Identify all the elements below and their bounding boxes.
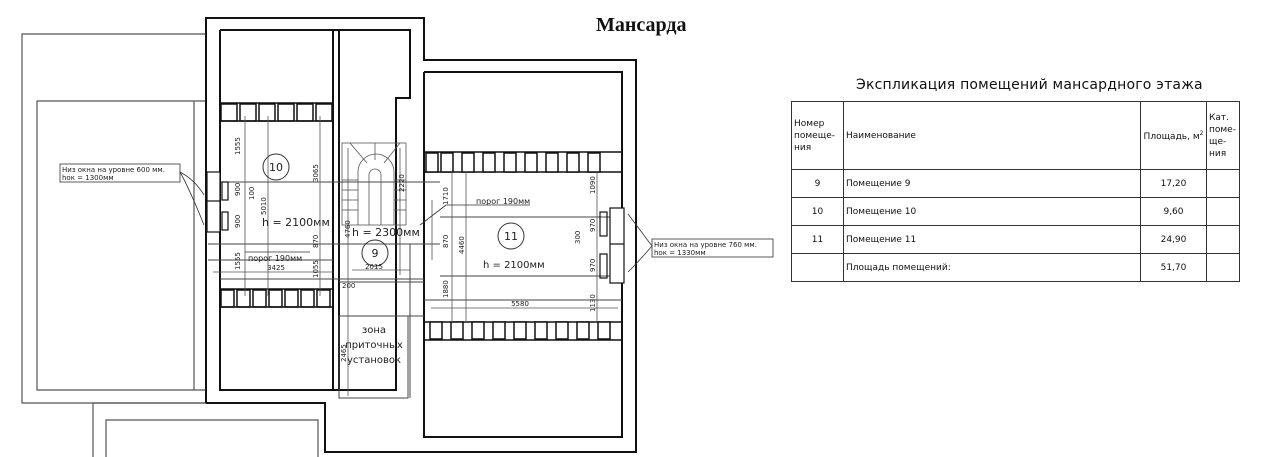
dim-2465: 2465 bbox=[340, 344, 348, 362]
dim-1710: 1710 bbox=[442, 187, 450, 205]
dim-970-b: 970 bbox=[589, 259, 597, 272]
table-row: 11 Помещение 11 24,90 bbox=[791, 225, 1240, 254]
callout-left-line2: hок = 1300мм bbox=[62, 174, 114, 182]
callout-right-line2: hок = 1330мм bbox=[654, 249, 706, 257]
header-number: Номер помеще-ния bbox=[791, 101, 844, 170]
interior-lines bbox=[208, 181, 622, 399]
dim-5580: 5580 bbox=[511, 300, 529, 308]
header-area-sup: 2 bbox=[1199, 130, 1204, 137]
room9-height: h = 2300мм bbox=[352, 226, 420, 239]
callout-left-line1: Низ окна на уровне 600 мм. bbox=[62, 166, 165, 174]
zone-label-1: зона bbox=[362, 325, 386, 336]
dim-1130: 1130 bbox=[589, 294, 597, 312]
row-area: 17,20 bbox=[1140, 169, 1207, 198]
row-name: Помещение 10 bbox=[843, 197, 1141, 226]
zone-label-2: приточных bbox=[345, 340, 403, 351]
row-area: 24,90 bbox=[1140, 225, 1207, 254]
dim-900-b: 900 bbox=[234, 215, 242, 228]
zone-label-3: установок bbox=[347, 355, 401, 366]
dim-970-a: 970 bbox=[589, 219, 597, 232]
header-area: Площадь, м2 bbox=[1140, 101, 1207, 170]
table-total-row: Площадь помещений: 51,70 bbox=[791, 253, 1240, 282]
dim-1090: 1090 bbox=[589, 176, 597, 194]
dim-200: 200 bbox=[342, 282, 355, 290]
room10-rafters-bottom bbox=[220, 288, 333, 308]
callout-left: Низ окна на уровне 600 мм. hок = 1300мм bbox=[59, 163, 181, 183]
table-row: 9 Помещение 9 17,20 bbox=[791, 169, 1240, 198]
row-category bbox=[1206, 225, 1240, 254]
dim-1555-bot: 1555 bbox=[234, 252, 242, 270]
room9-number: 9 bbox=[372, 247, 379, 260]
dim-5010: 5010 bbox=[260, 197, 268, 215]
header-category: Кат. поме-ще-ния bbox=[1206, 101, 1240, 170]
total-area: 51,70 bbox=[1140, 253, 1207, 282]
room11-height: h = 2100мм bbox=[483, 260, 545, 271]
room10-height: h = 2100мм bbox=[262, 216, 330, 229]
dim-870-10: 870 bbox=[312, 235, 320, 248]
row-number: 9 bbox=[791, 169, 844, 198]
row-number: 11 bbox=[791, 225, 844, 254]
page-title: Мансарда bbox=[596, 14, 687, 36]
callout-right: Низ окна на уровне 760 мм. hок = 1330мм bbox=[651, 238, 774, 258]
left-wing-outline bbox=[21, 33, 319, 457]
room11-rafters-bottom bbox=[424, 321, 622, 341]
table-title: Экспликация помещений мансардного этажа bbox=[856, 77, 1203, 93]
row-number: 10 bbox=[791, 197, 844, 226]
main-walls bbox=[205, 17, 637, 453]
callout-right-line1: Низ окна на уровне 760 мм. bbox=[654, 241, 757, 249]
dim-870-11: 870 bbox=[442, 235, 450, 248]
room10-number: 10 bbox=[269, 161, 283, 174]
room11-rafters-top bbox=[424, 151, 622, 173]
row-name: Помещение 11 bbox=[843, 225, 1141, 254]
staircase bbox=[341, 142, 407, 226]
dim-300: 300 bbox=[574, 231, 582, 244]
callout-leaders bbox=[179, 171, 653, 273]
dim-4760: 4760 bbox=[344, 220, 352, 238]
row-area: 9,60 bbox=[1140, 197, 1207, 226]
dim-900-a: 900 bbox=[234, 183, 242, 196]
dim-1880: 1880 bbox=[442, 280, 450, 298]
dim-2220: 2220 bbox=[398, 174, 406, 192]
row-category bbox=[1206, 169, 1240, 198]
dim-100: 100 bbox=[248, 187, 256, 200]
table-row: 10 Помещение 10 9,60 bbox=[791, 197, 1240, 226]
dim-1055: 1055 bbox=[312, 260, 320, 278]
total-number bbox=[791, 253, 844, 282]
header-name: Наименование bbox=[843, 101, 1141, 170]
row-category bbox=[1206, 197, 1240, 226]
total-label: Площадь помещений: bbox=[843, 253, 1141, 282]
room10-rafters-top bbox=[220, 102, 333, 122]
dim-3065: 3065 bbox=[312, 164, 320, 182]
dim-4460: 4460 bbox=[458, 236, 466, 254]
dim-1555-top: 1555 bbox=[234, 137, 242, 155]
threshold-label-10: порог 190мм bbox=[248, 254, 302, 263]
dim-2015: 2015 bbox=[365, 263, 383, 271]
total-category bbox=[1206, 253, 1240, 282]
explication-table: Номер помеще-ния Наименование Площадь, м… bbox=[791, 101, 1240, 282]
threshold-label-11: порог 190мм bbox=[476, 197, 530, 206]
room11-number: 11 bbox=[504, 230, 518, 243]
windows bbox=[206, 171, 625, 284]
dimension-texts: 1555 900 100 900 1555 5010 3065 870 1055… bbox=[234, 137, 597, 362]
header-area-label: Площадь, м bbox=[1143, 132, 1200, 142]
table-header-row: Номер помеще-ния Наименование Площадь, м… bbox=[791, 101, 1240, 170]
dim-3425: 3425 bbox=[267, 264, 285, 272]
dimension-lines bbox=[213, 116, 618, 396]
room-markers bbox=[262, 153, 525, 267]
row-name: Помещение 9 bbox=[843, 169, 1141, 198]
